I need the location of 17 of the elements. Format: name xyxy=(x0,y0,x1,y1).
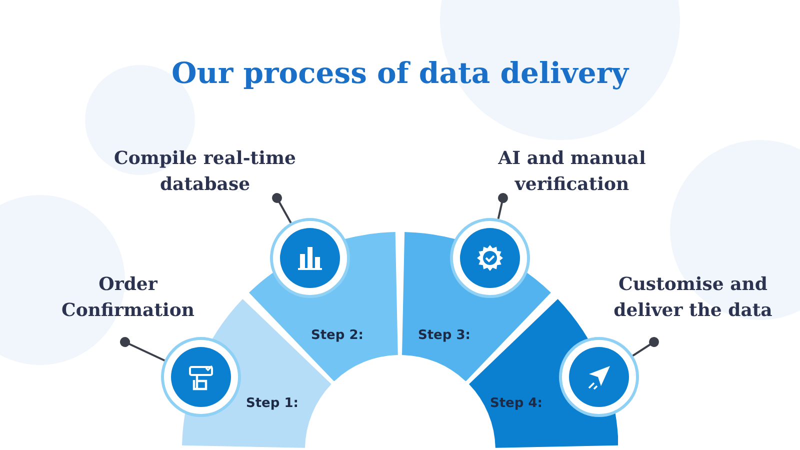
leader-line xyxy=(497,193,508,220)
icon-circle xyxy=(559,337,640,418)
step-label: Step 3: xyxy=(418,328,470,343)
icon-circle xyxy=(270,218,350,298)
step-title: AI and manual verification xyxy=(472,146,672,198)
leader-line xyxy=(632,337,659,357)
leader-line xyxy=(120,337,166,362)
step-title: Order Confirmation xyxy=(53,272,203,324)
step-label: Step 4: xyxy=(490,396,542,411)
step-title: Compile real-time database xyxy=(95,146,315,198)
icon-circle xyxy=(450,218,530,298)
step-label: Step 2: xyxy=(310,328,364,343)
step-title: Customise and deliver the data xyxy=(603,272,783,324)
leader-line xyxy=(272,193,292,224)
icon-circle xyxy=(160,337,241,418)
step-label: Step 1: xyxy=(246,396,298,411)
title: Our process of data delivery xyxy=(170,56,630,90)
